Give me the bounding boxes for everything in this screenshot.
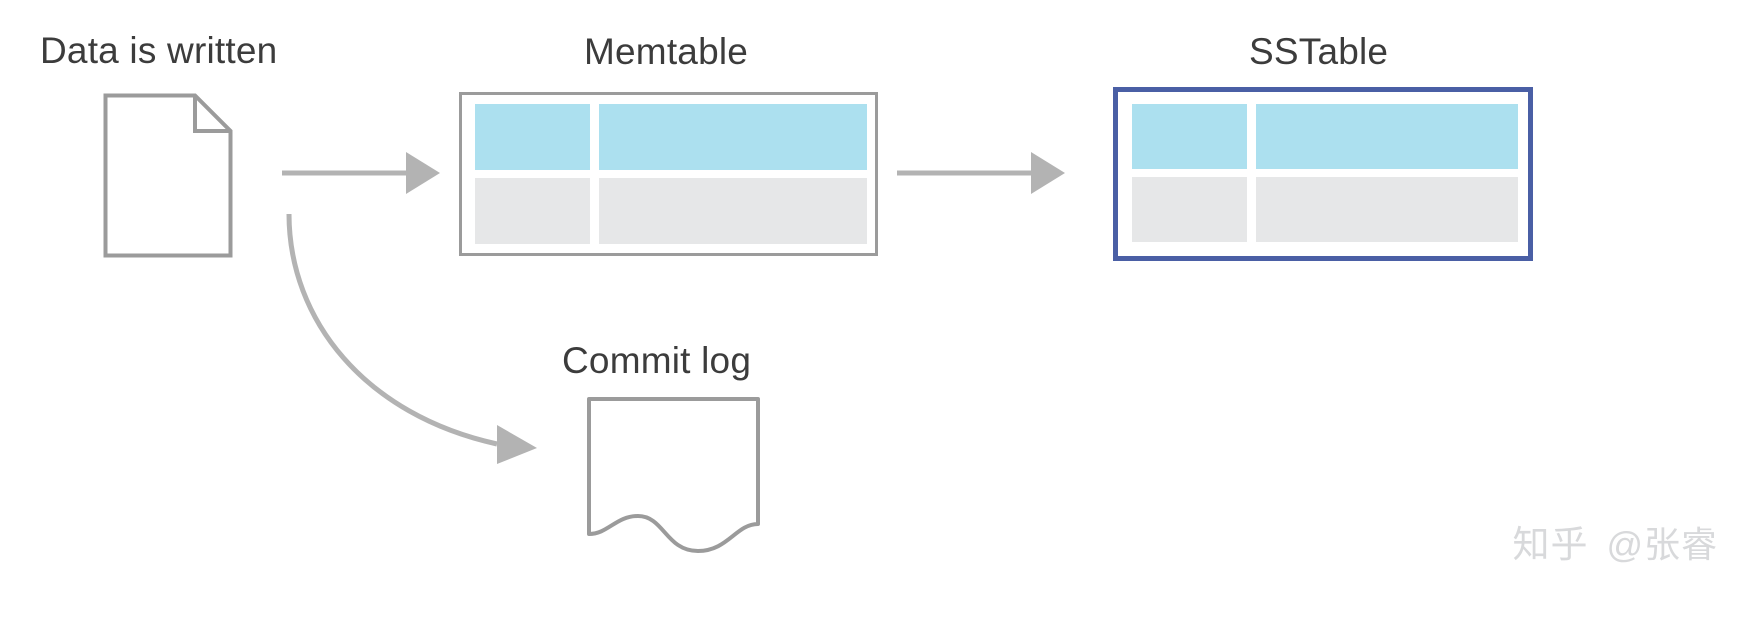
arrow-memtable-to-sstable bbox=[897, 152, 1065, 194]
document-outline-path bbox=[103, 93, 233, 258]
watermark-site: 知乎 bbox=[1512, 524, 1589, 565]
watermark-handle: @张睿 bbox=[1606, 524, 1718, 565]
memtable-cell-0-0 bbox=[475, 104, 590, 170]
memtable-cell-0-1 bbox=[599, 104, 867, 170]
memtable-box bbox=[459, 92, 878, 256]
sstable-cell-1-0 bbox=[1132, 177, 1247, 242]
sstable-box bbox=[1113, 87, 1533, 261]
watermark: 知乎 @张睿 bbox=[1512, 514, 1718, 568]
sstable-row-top bbox=[1132, 104, 1518, 169]
memtable-grid bbox=[475, 104, 867, 244]
memtable-cell-1-1 bbox=[599, 178, 867, 244]
memtable-row-bottom bbox=[475, 178, 867, 244]
label-sstable: SSTable bbox=[1249, 31, 1389, 72]
arrow-head bbox=[406, 152, 440, 194]
sstable-cell-1-1 bbox=[1256, 177, 1518, 242]
memtable-cell-1-0 bbox=[475, 178, 590, 244]
sstable-cell-0-0 bbox=[1132, 104, 1247, 169]
commit-log-icon bbox=[587, 397, 760, 553]
commit-log-outline-path bbox=[587, 397, 760, 553]
document-icon bbox=[103, 93, 233, 258]
sstable-grid bbox=[1132, 104, 1518, 242]
curved-arrow-head bbox=[497, 425, 537, 464]
label-memtable: Memtable bbox=[584, 31, 749, 72]
sstable-row-bottom bbox=[1132, 177, 1518, 242]
label-data-is-written: Data is written bbox=[40, 30, 278, 71]
sstable-cell-0-1 bbox=[1256, 104, 1518, 169]
memtable-row-top bbox=[475, 104, 867, 170]
arrow-document-to-commit-log bbox=[286, 213, 537, 464]
arrow-head bbox=[1031, 152, 1065, 194]
label-commit-log: Commit log bbox=[562, 340, 752, 381]
arrow-document-to-memtable bbox=[282, 152, 440, 194]
document-fold-path bbox=[193, 95, 231, 133]
curved-arrow-shaft bbox=[286, 213, 498, 447]
